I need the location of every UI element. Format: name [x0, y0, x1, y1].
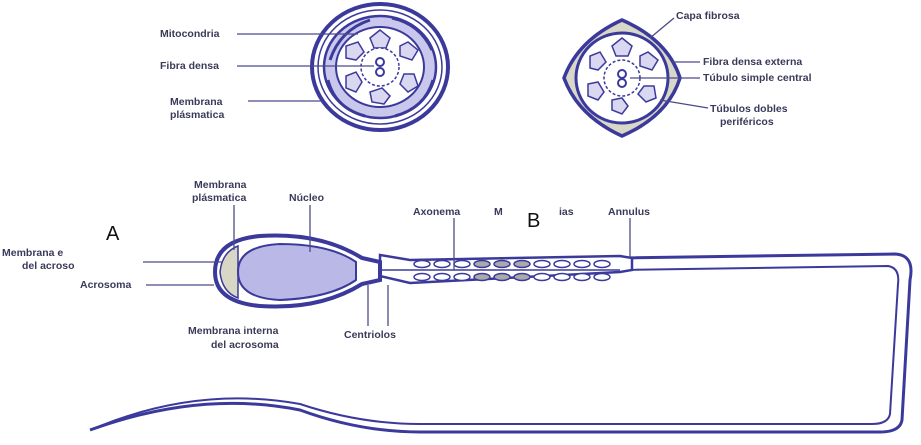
central-tubule-2	[376, 68, 384, 76]
label-tubulos-dobles-line1: Túbulos dobles	[710, 103, 788, 115]
label-acrosoma: Acrosoma	[80, 279, 132, 291]
central-tubule-b	[618, 79, 626, 87]
cross-section-midpiece	[312, 4, 448, 130]
label-tubulo-simple-central: Túbulo simple central	[703, 72, 812, 84]
label-membrana-externa-line2: del acroso	[22, 260, 75, 272]
label-nucleo: Núcleo	[289, 192, 324, 204]
label-membrana-plasmatica-long-line2: plásmatica	[192, 192, 246, 204]
label-membrana-externa-line1: Membrana e	[2, 247, 63, 259]
marker-a: A	[106, 223, 120, 245]
label-membrana-interna-line2: del acrosoma	[211, 339, 279, 351]
central-tubule-1	[376, 58, 384, 66]
label-capa-fibrosa: Capa fibrosa	[676, 10, 740, 22]
marker-b: B	[527, 210, 540, 232]
label-membrana-plasmatica-line1: Membrana	[170, 96, 223, 108]
label-centriolos: Centriolos	[344, 329, 396, 341]
label-tubulos-dobles-line2: periféricos	[720, 116, 774, 128]
label-membrana-plasmatica-line2: plásmatica	[170, 109, 224, 121]
label-axonema: Axonema	[413, 206, 460, 218]
label-mitocondrias-end: ias	[559, 206, 574, 218]
label-annulus: Annulus	[608, 206, 650, 218]
label-membrana-interna-line1: Membrana interna	[188, 325, 279, 337]
label-mitocondrias-start: M	[494, 206, 503, 218]
label-mitocondria: Mitocondria	[160, 28, 220, 40]
label-membrana-plasmatica-long-line1: Membrana	[194, 179, 247, 191]
central-tubule-a	[618, 70, 626, 78]
label-fibra-densa: Fibra densa	[160, 60, 219, 72]
label-fibra-densa-externa: Fibra densa externa	[703, 56, 802, 68]
